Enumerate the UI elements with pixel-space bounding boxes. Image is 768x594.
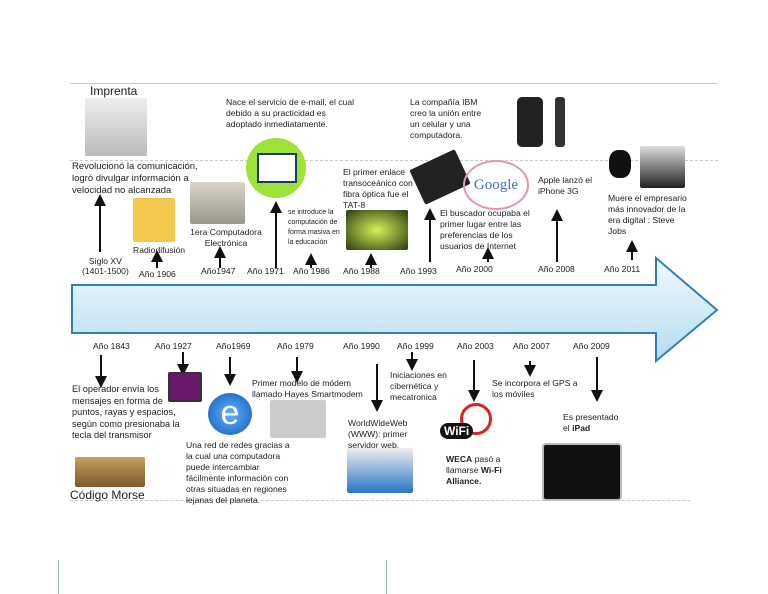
event-text: Una red de redes gracias a la cual una c… <box>186 440 290 505</box>
event-year: Año 1999 <box>397 341 434 351</box>
event-year: Año 2007 <box>513 341 550 351</box>
footer-line <box>386 560 387 594</box>
event-text: Iniciaciones en cibernética y mecatronic… <box>390 370 447 402</box>
event-year: Año 1906 <box>139 269 176 279</box>
footer-line <box>58 560 59 594</box>
computer-image <box>190 182 245 224</box>
morse-telegraph-image <box>75 457 145 487</box>
event-year: Año 1979 <box>277 341 314 351</box>
event-text: El primer enlace transoceánico con fibra… <box>343 167 413 210</box>
event-year: Año 2000 <box>456 264 493 274</box>
event-arrows <box>94 194 638 412</box>
event-year: Año 2009 <box>573 341 610 351</box>
radio-broadcaster-image <box>133 198 175 242</box>
event-text: El operador envía los mensajes en forma … <box>72 384 180 440</box>
iphone-image <box>517 97 543 147</box>
iphone-side-image <box>555 97 565 147</box>
event-year: Año 1843 <box>93 341 130 351</box>
event-text: 1era Computadora Electrónica <box>190 227 262 248</box>
event-year: Año 2011 <box>604 264 641 274</box>
ipad-image <box>542 443 622 501</box>
wifi-logo: WiFi <box>440 403 492 443</box>
fiber-optic-image <box>346 210 408 250</box>
email-icon <box>246 138 306 198</box>
page-title: Imprenta <box>90 84 138 98</box>
divider <box>70 160 718 161</box>
event-year: Año 2003 <box>457 341 494 351</box>
modem-image <box>270 400 326 438</box>
event-year: Siglo XV(1401-1500) <box>82 256 129 276</box>
event-year: Año1969 <box>216 341 251 351</box>
www-image <box>347 448 413 493</box>
event-year: Año1947 <box>201 266 236 276</box>
event-text: La compañía IBM creo la unión entre un c… <box>410 97 482 140</box>
event-text: Nace el servicio de e-mail, el cual debi… <box>226 97 355 129</box>
steve-jobs-photo <box>640 146 685 188</box>
internet-explorer-icon: e <box>208 393 252 435</box>
event-text: Se incorpora el GPS a los móviles <box>492 378 578 399</box>
apple-logo <box>609 150 631 178</box>
event-text: WECA pasó a llamarse Wi-Fi Alliance. <box>446 454 502 486</box>
event-text: Primer modelo de módem llamado Hayes Sma… <box>252 378 363 399</box>
top-border <box>70 83 718 84</box>
event-text: El buscador ocupaba el primer lugar entr… <box>440 208 530 251</box>
event-year: Año 1986 <box>293 266 330 276</box>
morse-caption: Código Morse <box>70 488 145 502</box>
event-text: Apple lanzó el iPhone 3G <box>538 175 592 196</box>
event-text: Es presentado el iPad <box>563 412 619 433</box>
event-year: Año 1971 <box>247 266 284 276</box>
event-text: WorldWideWeb (WWW): primer servidor web. <box>348 418 408 450</box>
event-text: Muere el empresario más innovador de la … <box>608 193 687 236</box>
event-year: Año 1993 <box>400 266 437 276</box>
event-text: Radiodifusión <box>133 245 186 255</box>
event-year: Año 1988 <box>343 266 380 276</box>
google-logo: Google <box>463 160 529 210</box>
event-year: Año 1927 <box>155 341 192 351</box>
tv-image <box>168 372 202 402</box>
divider <box>70 500 690 501</box>
printing-press-image <box>85 98 147 156</box>
event-text: se introduce la computación de forma mas… <box>288 209 340 246</box>
event-year: Año 2008 <box>538 264 575 274</box>
event-text: Revolucionó la comunicación, logró divul… <box>72 161 198 196</box>
event-year: Año 1990 <box>343 341 380 351</box>
